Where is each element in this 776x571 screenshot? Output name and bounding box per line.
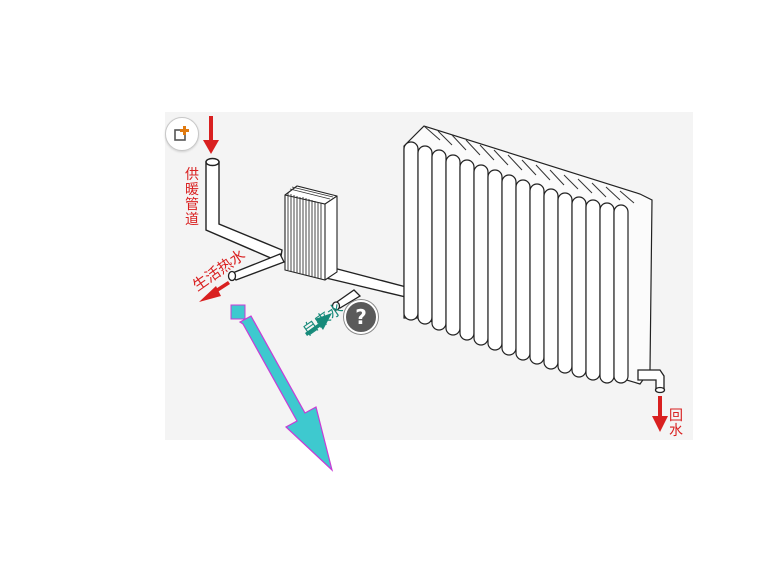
supply-arrow (203, 116, 219, 154)
radiator (403, 125, 653, 385)
supply-pipe-label: 供暖管道 (185, 168, 199, 228)
tap-water-arrow (305, 313, 332, 336)
add-component-button[interactable] (165, 117, 199, 151)
supply-pipe-text: 供暖管道 (185, 167, 199, 228)
supply-pipe (205, 157, 283, 263)
help-icon: ? (355, 305, 367, 329)
pointer-arrow (230, 304, 334, 472)
main-pipe (325, 265, 411, 299)
domestic-water-branch (227, 253, 285, 282)
heat-exchanger (284, 185, 338, 281)
return-water-label: 回水 (669, 409, 683, 439)
return-water-text: 回水 (669, 408, 683, 439)
help-button[interactable]: ? (344, 300, 378, 334)
add-component-icon (174, 126, 189, 141)
tap-water-branch (331, 289, 362, 311)
domestic-water-arrow (199, 281, 230, 302)
return-arrow (652, 396, 668, 432)
return-pipe (637, 369, 666, 394)
